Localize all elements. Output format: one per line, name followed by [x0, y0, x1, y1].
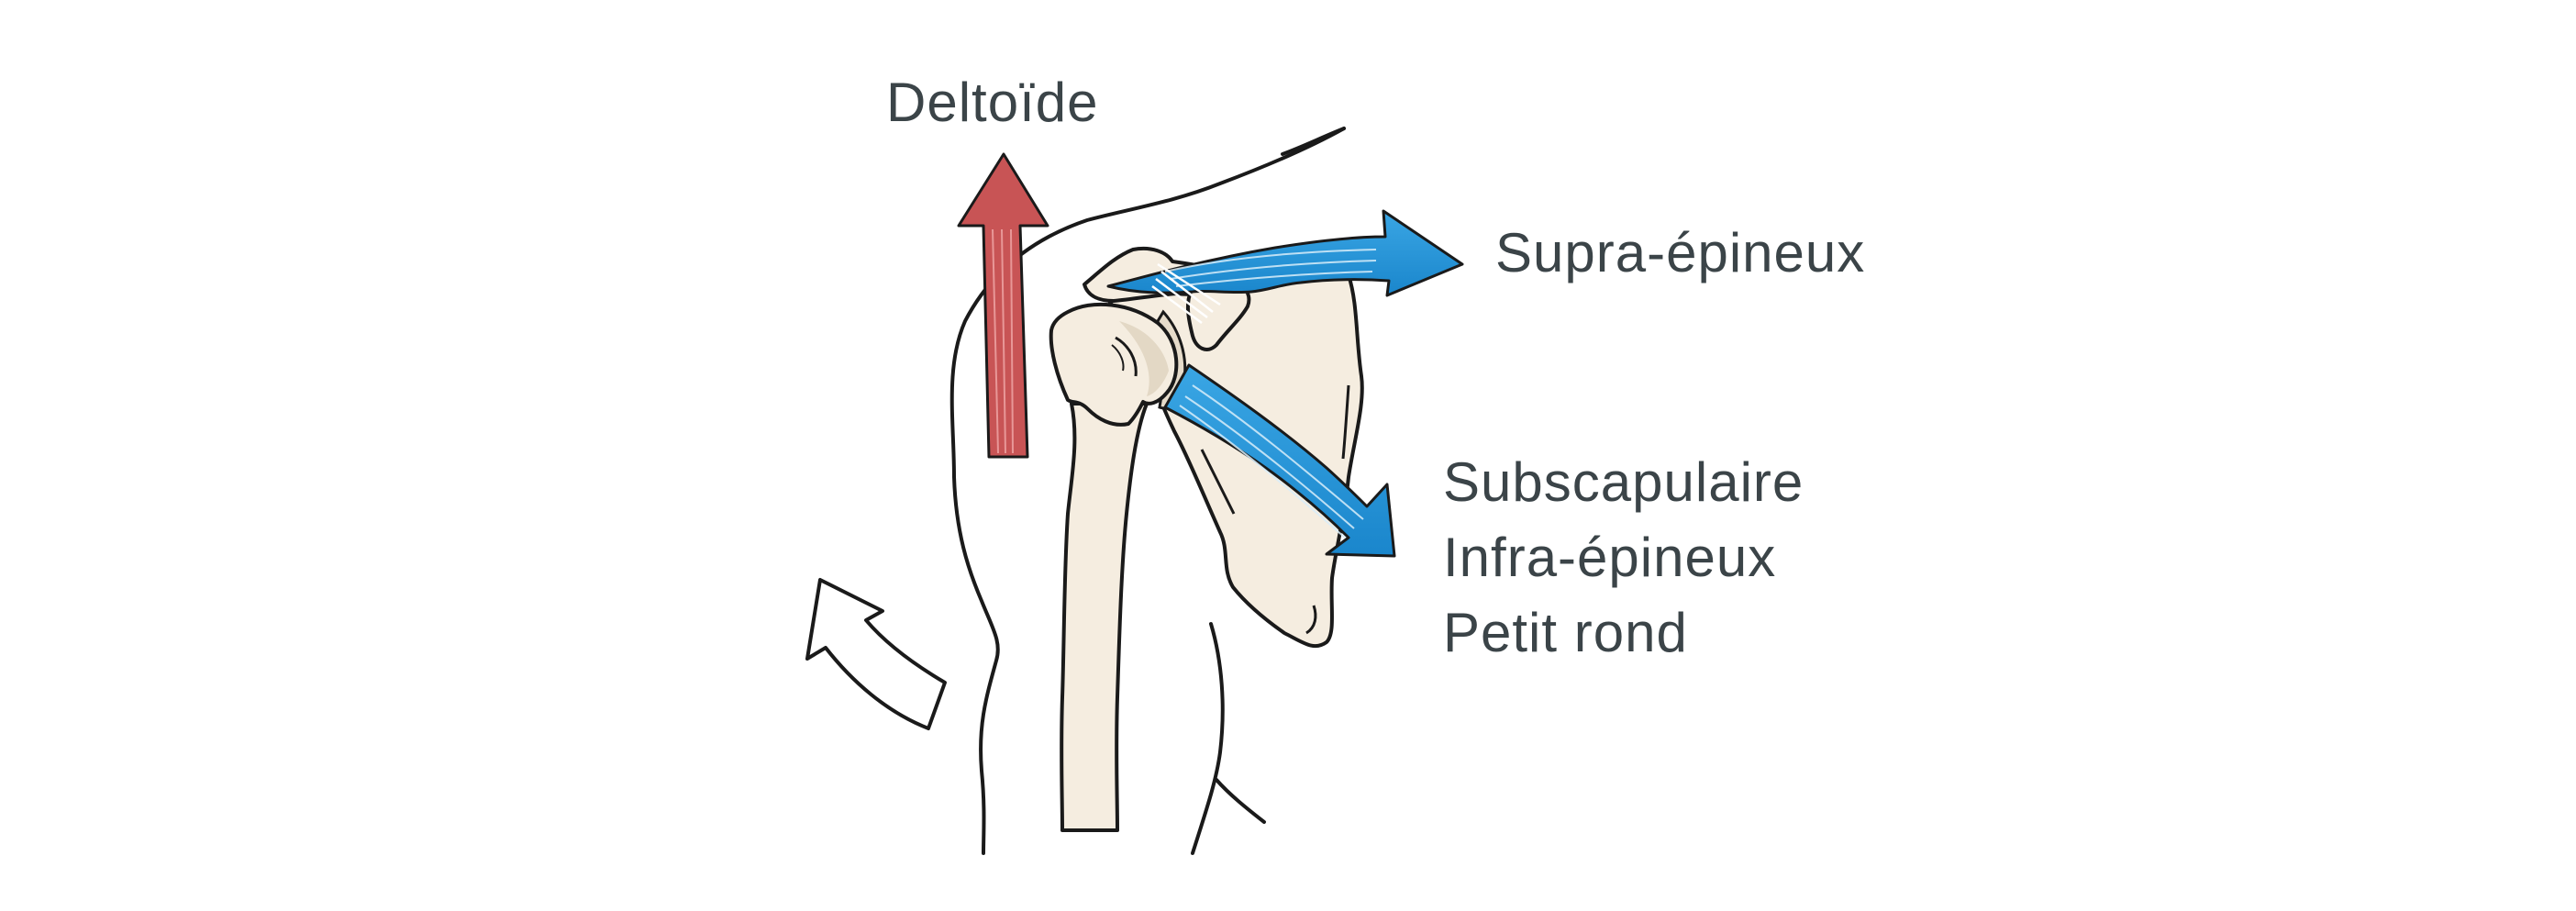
- chest-line: [1215, 778, 1266, 824]
- humeral-head-shade: [1119, 321, 1169, 396]
- humeral-head-detail: [1115, 336, 1138, 377]
- deltoid-label: Deltoïde: [886, 72, 1099, 133]
- chest-line: [1191, 622, 1225, 855]
- scapula-detail: [1305, 605, 1317, 635]
- humerus: [1060, 402, 1149, 832]
- scapula-detail: [1200, 449, 1236, 515]
- supraspinatus-label: Supra-épineux: [1495, 222, 1866, 283]
- teres-minor-label: Petit rond: [1443, 602, 1688, 663]
- rotator-cuff-fibres: [1179, 384, 1364, 539]
- rotation-arrow: [805, 578, 947, 730]
- scapula-detail: [1341, 384, 1350, 460]
- subscapularis-label: Subscapulaire: [1443, 451, 1804, 513]
- upper-shoulder-line: [1281, 127, 1346, 156]
- deltoid-fibres: [992, 228, 1014, 454]
- body-outline: [949, 127, 1346, 855]
- infraspinatus-label: Infra-épineux: [1443, 527, 1777, 588]
- supraspinatus-fibres: [1164, 249, 1377, 287]
- humeral-head-detail: [1111, 344, 1125, 372]
- rotator-cuff-label-group: Subscapulaire Infra-épineux Petit rond: [1443, 455, 1804, 681]
- supraspinatus-tendon: [1151, 262, 1221, 325]
